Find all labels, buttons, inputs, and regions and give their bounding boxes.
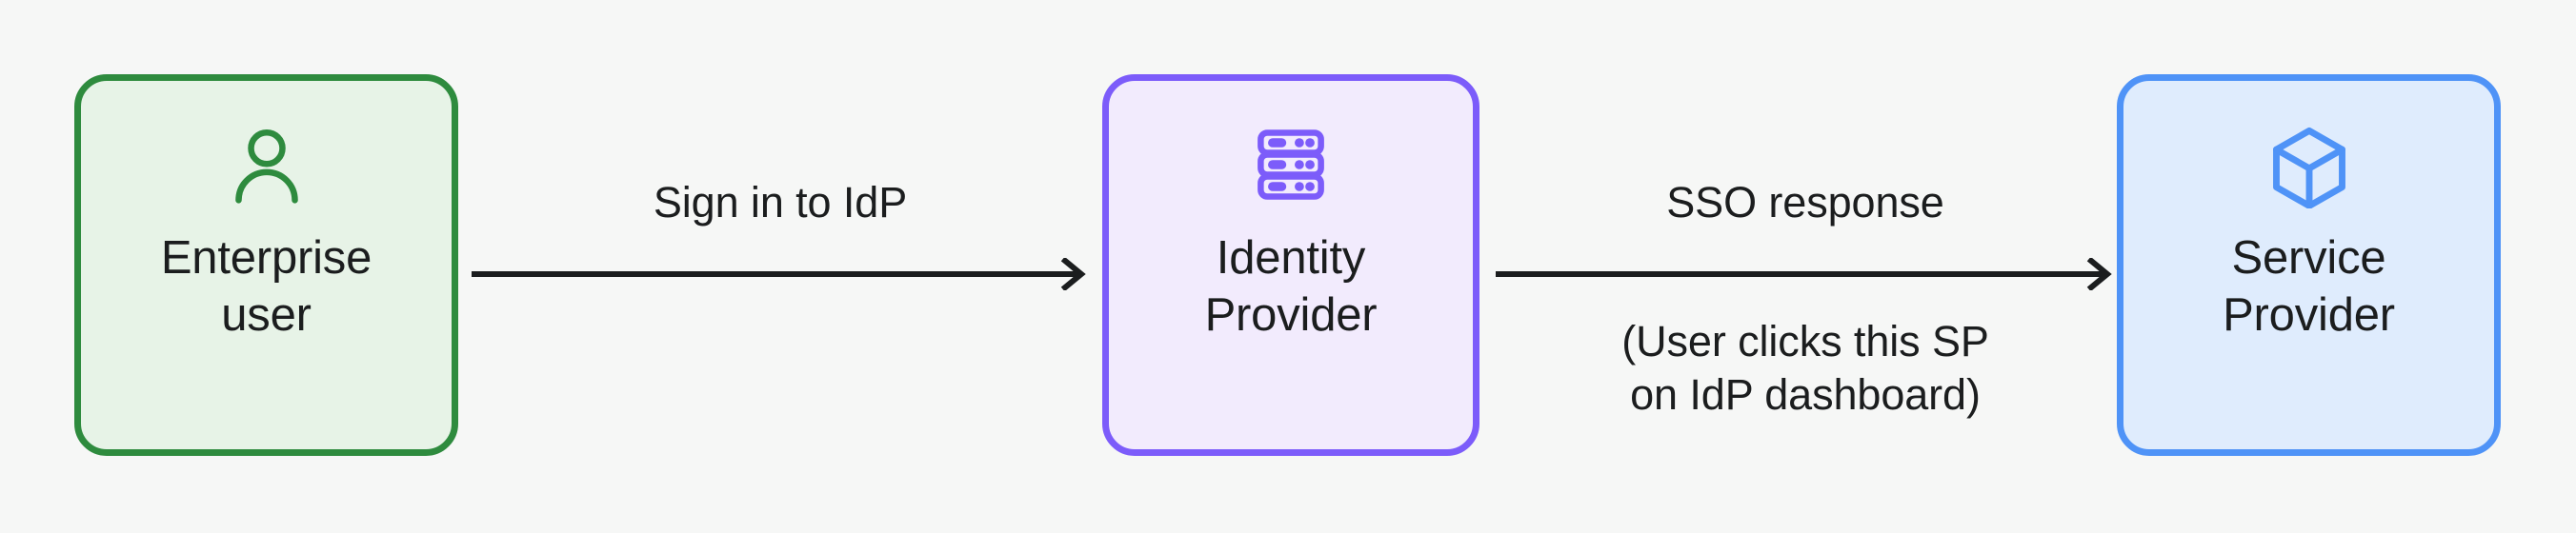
edge-sso-response: SSO response (User clicks this SP on IdP… [1496, 176, 2115, 422]
right-arrow-icon [1496, 258, 2112, 290]
edge-sublabel-sso-response: (User clicks this SP on IdP dashboard) [1621, 317, 1989, 419]
node-identity-provider[interactable]: Identity Provider [1102, 74, 1479, 456]
right-arrow-icon [472, 258, 1086, 290]
person-icon [234, 129, 298, 204]
edge-label-sso-response: SSO response [1666, 178, 1944, 227]
edge-sign-in-to-idp: Sign in to IdP [472, 176, 1089, 290]
cube-icon [2272, 127, 2345, 208]
node-label-identity-provider: Identity Provider [1204, 232, 1378, 341]
server-rack-icon [1258, 129, 1324, 200]
node-label-service-provider: Service Provider [2223, 232, 2395, 341]
node-label-enterprise-user: Enterprise user [160, 232, 372, 341]
node-service-provider[interactable]: Service Provider [2117, 74, 2501, 456]
node-enterprise-user[interactable]: Enterprise user [74, 74, 458, 456]
edge-label-sign-in-to-idp: Sign in to IdP [653, 178, 908, 227]
